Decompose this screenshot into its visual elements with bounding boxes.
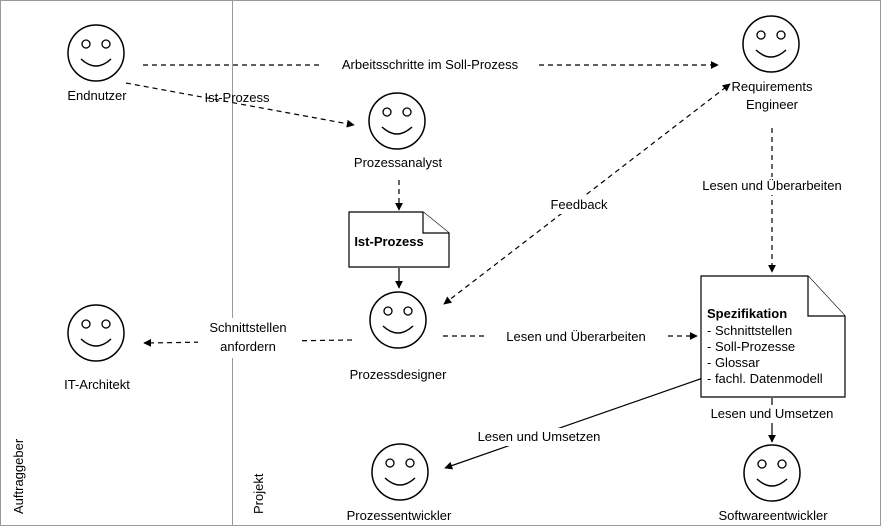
- actor-label-softwareentwickler: Softwareentwickler: [718, 508, 828, 523]
- swimlane-label-auftraggeber: Auftraggeber: [11, 438, 26, 514]
- edge-ist-prozess: [125, 82, 355, 128]
- spezifikation-item: - fachl. Datenmodell: [707, 371, 823, 386]
- edge-label-lesen-ueberarbeiten-re: Lesen und Überarbeiten: [702, 178, 842, 193]
- edge-label-lesen-ueberarbeiten-pd: Lesen und Überarbeiten: [506, 329, 646, 344]
- actor-prozessdesigner: Prozessdesigner: [350, 291, 447, 382]
- actor-endnutzer: Endnutzer: [67, 24, 127, 103]
- smiley-icon: [369, 291, 427, 349]
- edge-label-lesen-umsetzen-se: Lesen und Umsetzen: [711, 406, 834, 421]
- edge-label-bg: [323, 56, 537, 74]
- smiley-icon: [371, 443, 429, 501]
- smiley-icon: [743, 444, 801, 502]
- actor-prozessanalyst: Prozessanalyst: [354, 92, 443, 170]
- edge-label-feedback: Feedback: [550, 197, 608, 212]
- document-fold: [422, 212, 449, 234]
- edge-schnittstellen: [143, 338, 353, 347]
- smiley-icon: [67, 304, 125, 362]
- actor-it-architekt: IT-Architekt: [64, 304, 130, 392]
- actor-requirements-engineer: Requirements Engineer: [732, 15, 813, 112]
- actor-label-prozessdesigner: Prozessdesigner: [350, 367, 447, 382]
- actor-softwareentwickler: Softwareentwickler: [718, 444, 828, 523]
- actor-label-requirements-line2: Engineer: [746, 97, 799, 112]
- document-label-ist-prozess: Ist-Prozess: [354, 234, 423, 249]
- edge-label-schnittstellen-line2: anfordern: [220, 339, 276, 354]
- actor-label-prozessentwickler: Prozessentwickler: [347, 508, 452, 523]
- document-fold: [807, 276, 845, 317]
- edge-label-bg: [545, 196, 613, 214]
- spezifikation-item: - Soll-Prozesse: [707, 339, 795, 354]
- actor-prozessentwickler: Prozessentwickler: [347, 443, 452, 523]
- edge-feedback: [443, 83, 731, 305]
- document-ist-prozess: Ist-Prozess: [348, 211, 450, 268]
- smiley-icon: [67, 24, 125, 82]
- swimlane-label-projekt: Projekt: [251, 473, 266, 514]
- spezifikation-title: Spezifikation: [707, 306, 787, 321]
- edge-label-arbeitsschritte: Arbeitsschritte im Soll-Prozess: [342, 57, 519, 72]
- actor-label-requirements-line1: Requirements: [732, 79, 813, 94]
- edge-label-bg: [465, 428, 613, 446]
- document-spezifikation: Spezifikation - Schnittstellen - Soll-Pr…: [700, 275, 846, 398]
- edge-label-schnittstellen-line1: Schnittstellen: [209, 320, 286, 335]
- edge-spec-to-prozessentwickler: [444, 377, 704, 470]
- spezifikation-item: - Glossar: [707, 355, 760, 370]
- edge-label-bg: [692, 177, 852, 195]
- smiley-icon: [368, 92, 426, 150]
- edge-label-bg: [488, 327, 666, 345]
- actor-label-prozessanalyst: Prozessanalyst: [354, 155, 443, 170]
- edge-label-bg: [700, 405, 844, 423]
- actor-label-it-architekt: IT-Architekt: [64, 377, 130, 392]
- actor-label-endnutzer: Endnutzer: [67, 88, 127, 103]
- spezifikation-item: - Schnittstellen: [707, 323, 792, 338]
- smiley-icon: [742, 15, 800, 73]
- edge-label-bg: [198, 318, 298, 358]
- edge-label-lesen-umsetzen-pe: Lesen und Umsetzen: [478, 429, 601, 444]
- edge-label-ist-prozess: Ist-Prozess: [204, 90, 270, 105]
